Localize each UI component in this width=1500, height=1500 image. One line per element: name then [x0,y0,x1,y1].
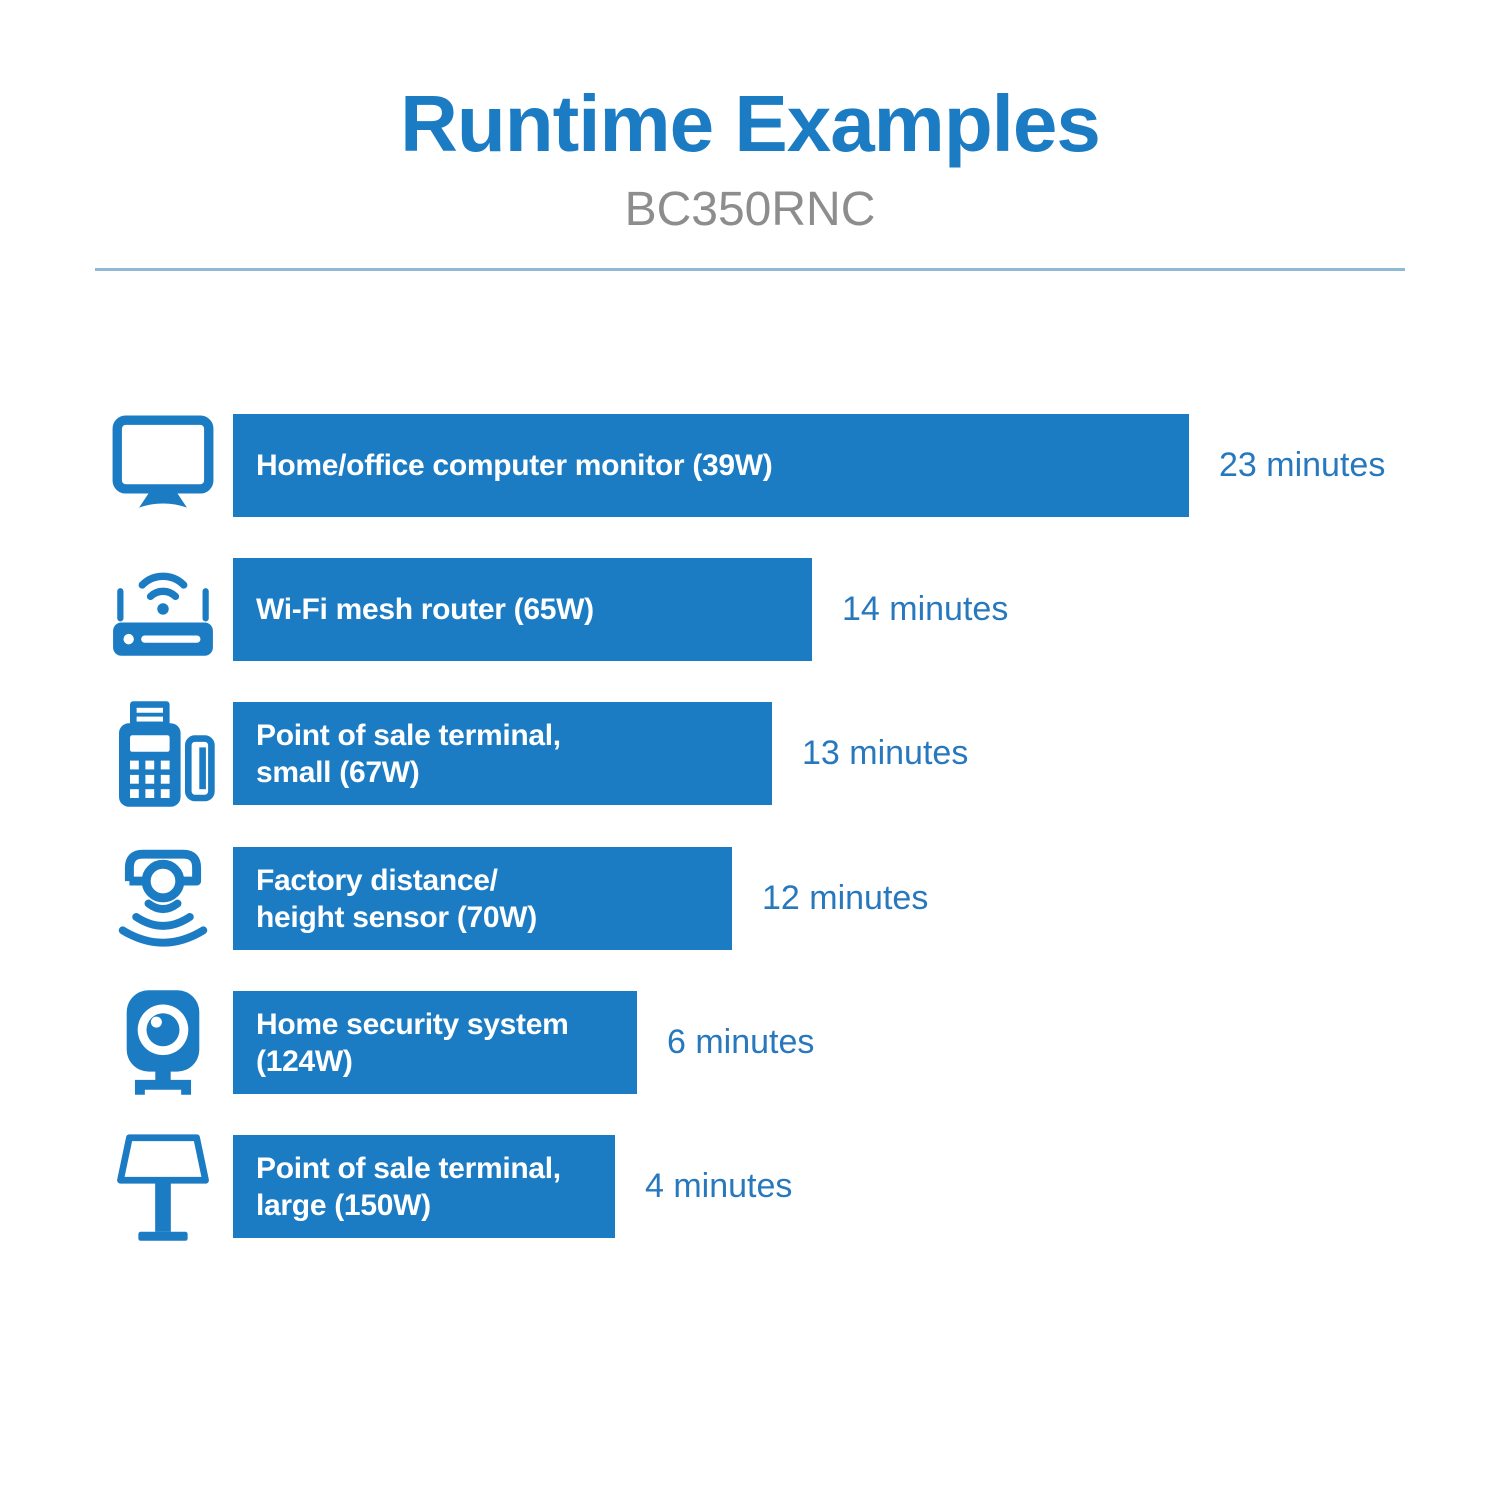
bar-label: Home/office computer monitor (39W) [256,449,773,482]
pos-terminal-large-icon [92,1128,233,1246]
chart-row-pos-small: Point of sale terminal, small (67W) 13 m… [0,700,1500,807]
bar-sensor: Factory distance/ height sensor (70W) [233,847,732,950]
chart-row-security: Home security system (124W) 6 minutes [0,989,1500,1095]
chart-row-pos-large: Point of sale terminal, large (150W) 4 m… [0,1133,1500,1241]
distance-sensor-icon [92,840,233,958]
bar-monitor: Home/office computer monitor (39W) [233,414,1189,517]
wifi-router-icon [92,551,233,669]
bar-pos-large: Point of sale terminal, large (150W) [233,1135,615,1238]
computer-monitor-icon [92,407,233,525]
chart-row-monitor: Home/office computer monitor (39W) 23 mi… [0,414,1500,517]
model-number-subtitle: BC350RNC [624,183,876,236]
runtime-value: 14 minutes [842,590,1009,628]
bar-label: Point of sale terminal, large (150W) [256,1151,561,1222]
page-title: Runtime Examples [400,79,1101,168]
bar-label: Wi-Fi mesh router (65W) [256,593,594,626]
bar-label: Point of sale terminal, small (67W) [256,718,561,789]
bar-label: Factory distance/ height sensor (70W) [256,863,537,934]
security-camera-icon [92,984,233,1102]
chart-row-sensor: Factory distance/ height sensor (70W) 12… [0,847,1500,950]
bar-security: Home security system (124W) [233,991,637,1094]
bar-label: Home security system (124W) [256,1007,569,1078]
runtime-value: 23 minutes [1219,446,1386,484]
runtime-value: 12 minutes [762,879,929,917]
bar-pos-small: Point of sale terminal, small (67W) [233,702,772,805]
bar-router: Wi-Fi mesh router (65W) [233,558,812,661]
runtime-value: 13 minutes [802,734,969,772]
runtime-value: 4 minutes [645,1167,793,1205]
divider-line [95,268,1405,271]
pos-terminal-small-icon [92,695,233,813]
chart-row-router: Wi-Fi mesh router (65W) 14 minutes [0,558,1500,661]
runtime-value: 6 minutes [667,1023,815,1061]
